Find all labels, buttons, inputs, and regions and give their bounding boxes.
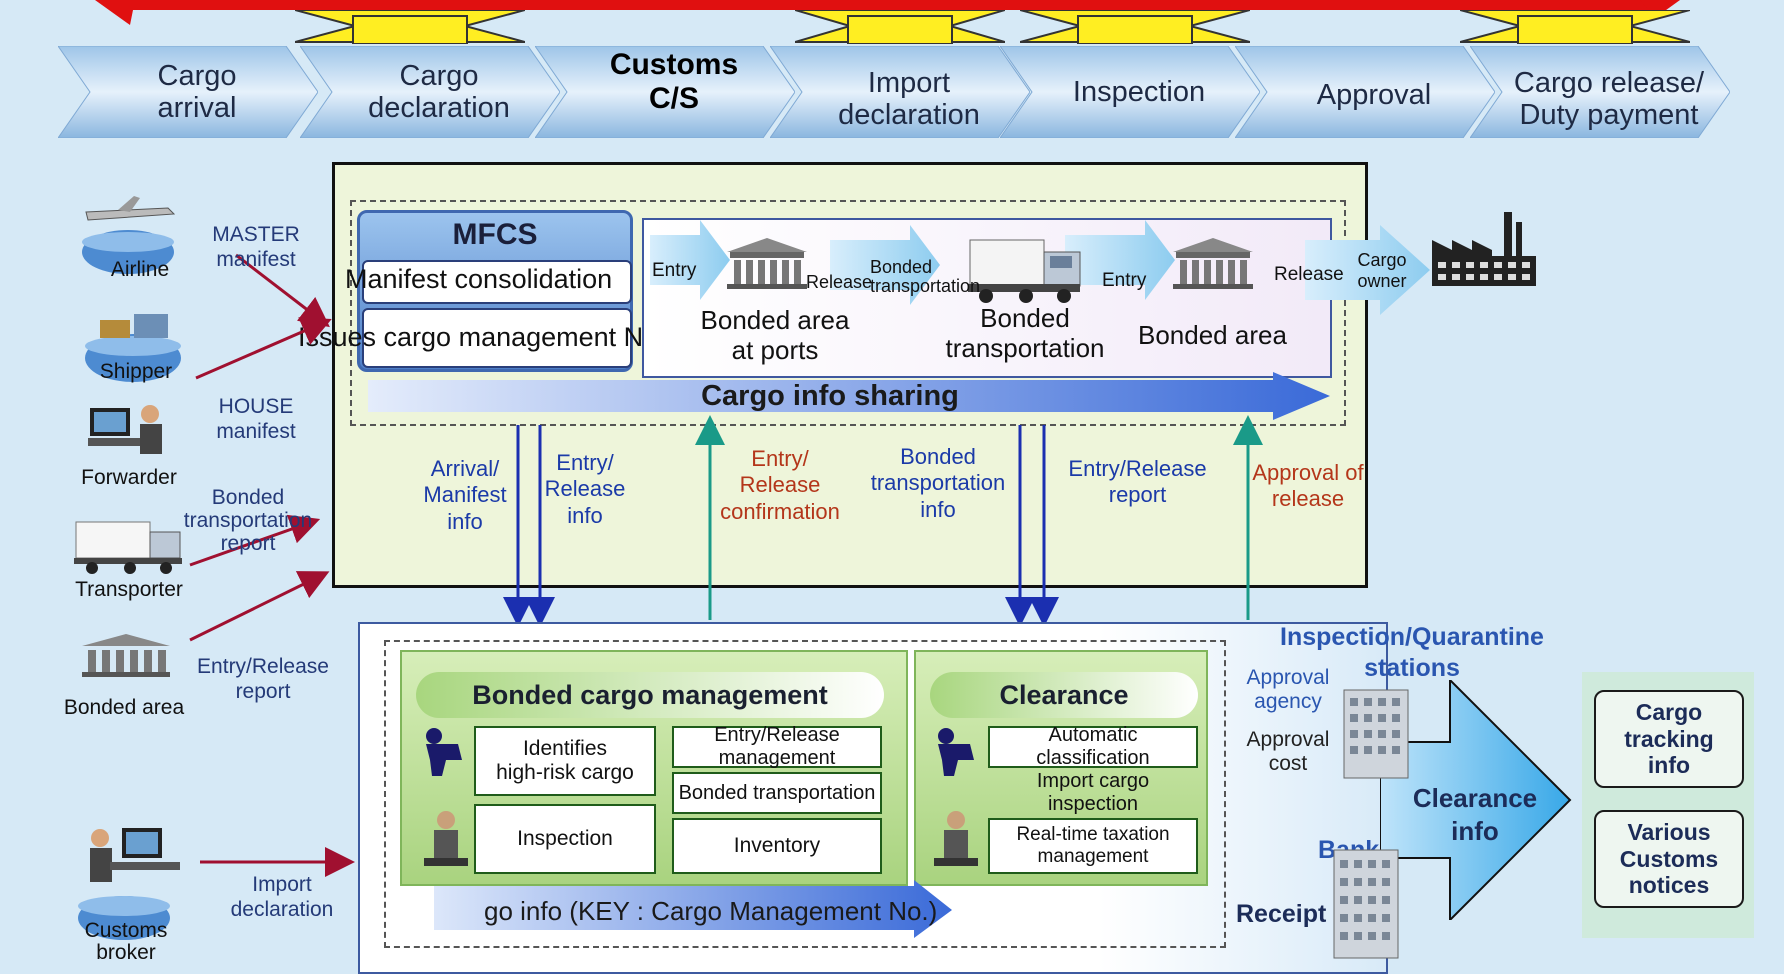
bonded-report-label: Bonded transportation report	[183, 486, 313, 556]
airline-label: Airline	[110, 258, 170, 281]
flow-arrival-manifest: Arrival/ Manifest info	[423, 456, 507, 534]
approval-cost-label: Approval cost	[1246, 728, 1330, 776]
bonded-area-left-icon	[82, 634, 170, 677]
flow-entry-release-report: Entry/Release report	[1068, 456, 1207, 508]
house-manifest-label: HOUSE manifest	[216, 395, 296, 444]
customs-broker-icon	[78, 828, 180, 940]
cargo-info-key-arrow	[434, 880, 952, 938]
chain-release-2: Release	[1274, 264, 1344, 285]
step-label: Import declaration	[838, 66, 980, 131]
bonded-area-left-label: Bonded area	[63, 696, 185, 719]
clearance-info-label: Clearance info	[1412, 783, 1538, 846]
flow-entry-release-confirmation: Entry/ Release confirmation	[720, 446, 840, 524]
entry-release-mgmt-box: Entry/Release management	[672, 724, 882, 769]
customs-broker-label: Customs broker	[84, 919, 168, 965]
chain-cargo-owner: Cargo owner	[1357, 250, 1407, 291]
truck-icon	[968, 239, 1081, 303]
inspection-stations-label: Inspection/Quarantine stations	[1280, 623, 1544, 683]
clearance-title-pill	[930, 672, 1198, 718]
transporter-label: Transporter	[75, 578, 183, 601]
clearance-dashed-area	[384, 640, 1226, 948]
shipper-icon	[85, 314, 181, 382]
step-approval: Approval	[1235, 46, 1495, 138]
step-label: Inspection	[1072, 75, 1206, 108]
issues-cargo-label: Issues cargo management No.	[298, 322, 666, 352]
manifest-consolidation-label: Manifest consolidation	[345, 264, 613, 294]
flow-entry-release-info: Entry/ Release info	[544, 450, 626, 528]
entry-release-report-label: Entry/Release report	[197, 655, 329, 704]
cargo-info-sharing-arrow	[368, 372, 1330, 420]
issues-box	[362, 308, 632, 368]
inspection-building-icon	[1343, 689, 1409, 779]
step-cargo-release: Cargo release/ Duty payment	[1470, 46, 1730, 138]
forwarder-label: Forwarder	[81, 466, 177, 489]
shipper-label: Shipper	[99, 360, 173, 383]
bonded-mgmt-title-pill	[416, 672, 884, 718]
chain-bonded-ports: Bonded area at ports	[700, 305, 850, 365]
highrisk-box: Identifies high-risk cargo	[474, 726, 656, 796]
inspection-box: Inspection	[474, 804, 656, 874]
factory-icon	[1432, 212, 1536, 286]
ribbon-cargo-release	[1460, 10, 1690, 44]
bonded-warehouse-icon	[727, 238, 807, 289]
transporter-icon	[74, 521, 182, 574]
master-manifest-label: MASTER manifest	[212, 223, 300, 272]
mfcs-dashed-area	[350, 200, 1346, 426]
flow-bonded-transport-info: Bonded transportation info	[870, 444, 1006, 522]
ribbon-inspection	[1020, 10, 1250, 44]
officer-icon-4	[934, 811, 978, 866]
officer-icon-2	[424, 811, 468, 866]
import-declaration-label: Import declaration	[230, 873, 334, 922]
officer-icon-3	[938, 728, 974, 776]
inventory-box: Inventory	[672, 818, 882, 874]
approval-agency-label: Approval agency	[1246, 666, 1330, 714]
auto-classification-box: Automatic classification	[988, 724, 1198, 769]
step-inspection: Inspection	[1000, 46, 1260, 138]
step-label: Cargo arrival	[157, 59, 237, 124]
cargo-tracking-box: Cargo tracking info	[1594, 690, 1744, 788]
cargo-info-key-label: go info (KEY : Cargo Management No.)	[484, 896, 938, 926]
cargo-info-sharing-label: Cargo info sharing	[701, 380, 959, 412]
bonded-transport-box: Bonded transportation	[672, 772, 882, 814]
step-label: Customs C/S	[609, 48, 739, 115]
step-customs-cs: Customs C/S	[535, 46, 795, 138]
import-inspection-box: Import cargo inspection	[1036, 770, 1150, 815]
step-label: Approval	[1316, 78, 1432, 111]
step-import-declaration: Import declaration	[770, 46, 1030, 138]
taxation-box: Real-time taxation management	[988, 818, 1198, 874]
forwarder-icon	[88, 405, 162, 454]
bank-building-icon	[1333, 849, 1399, 959]
step-label: Cargo declaration	[368, 59, 510, 124]
ribbon-import-declaration	[795, 10, 1005, 44]
chain-bonded-transport-small: Bonded transportation	[870, 257, 981, 296]
chain-entry-2: Entry	[1102, 270, 1147, 291]
officer-icon-1	[426, 728, 462, 776]
step-cargo-arrival: Cargo arrival	[58, 46, 318, 138]
top-red-arrow	[95, 0, 1680, 25]
chain-release-1: Release	[806, 272, 873, 292]
clearance-title: Clearance	[999, 680, 1129, 710]
chain-bonded-transportation: Bonded transportation	[945, 303, 1105, 363]
airline-icon	[82, 196, 176, 274]
customs-notices-box: Various Customs notices	[1594, 810, 1744, 908]
chain-arrows	[650, 220, 1430, 315]
chain-bonded-area: Bonded area	[1138, 320, 1287, 350]
mfcs-title: MFCS	[452, 218, 538, 251]
step-label: Cargo release/ Duty payment	[1513, 66, 1705, 131]
chain-entry-1: Entry	[652, 260, 697, 281]
flow-approval-release: Approval of release	[1252, 460, 1364, 512]
bonded-area-icon	[1173, 238, 1253, 289]
step-cargo-declaration: Cargo declaration	[300, 46, 560, 138]
manifest-consolidation	[362, 260, 632, 304]
ribbon-cargo-declaration	[295, 10, 525, 44]
bonded-mgmt-title: Bonded cargo management	[472, 680, 828, 710]
receipt-label: Receipt	[1236, 900, 1327, 928]
